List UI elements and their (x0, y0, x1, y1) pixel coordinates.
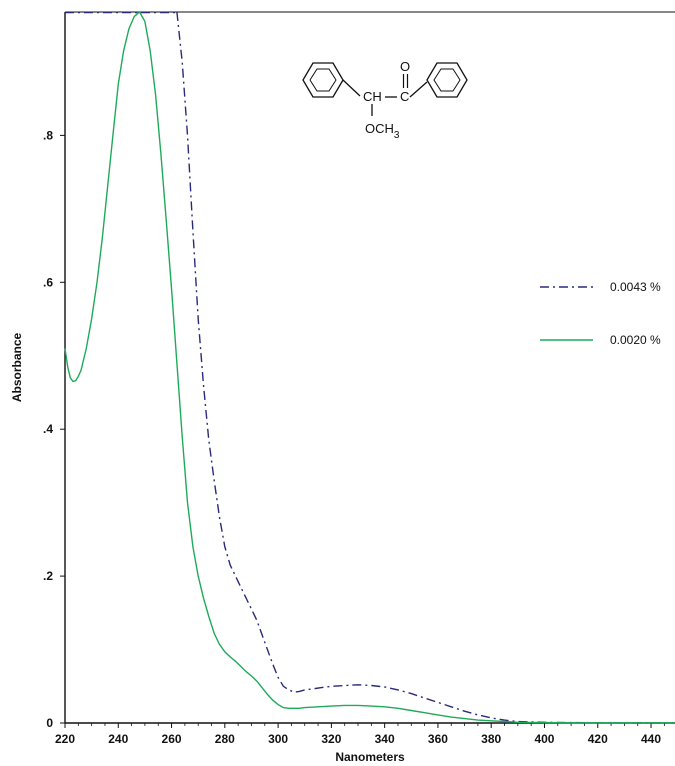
left-ring-to-ch-bond (342, 79, 361, 97)
x-tick-label-320: 320 (321, 732, 341, 746)
structure-methoxy-subscript: 3 (394, 130, 400, 141)
structure-methoxy-label: OCH3 (365, 121, 400, 141)
right-benzene-inner-ring (433, 68, 461, 92)
left-benzene-inner-ring (309, 68, 337, 92)
left-benzene-ring (302, 62, 344, 98)
x-tick-label-340: 340 (375, 732, 395, 746)
y-axis-title: Absorbance (10, 333, 24, 403)
series-line-1 (64, 10, 675, 724)
y-tick-label-2: .4 (43, 422, 53, 436)
x-axis-title: Nanometers (335, 750, 405, 764)
structure-methoxy-prefix: OCH (365, 121, 394, 136)
x-tick-label-220: 220 (55, 732, 75, 746)
y-tick-label-0: 0 (46, 716, 53, 730)
x-tick-label-380: 380 (481, 732, 501, 746)
structure-ch-label: CH (363, 89, 382, 104)
carbonyl-to-right-ring-bond (409, 81, 428, 98)
series-line-0 (176, 11, 675, 724)
x-tick-label-400: 400 (534, 732, 554, 746)
x-tick-label-280: 280 (215, 732, 235, 746)
legend-label-0020: 0.0020 % (610, 333, 661, 347)
chemical-structure-diagram: CH C O OCH3 (302, 59, 468, 141)
y-tick-label-3: .6 (43, 275, 53, 289)
x-tick-label-260: 260 (162, 732, 182, 746)
x-tick-label-360: 360 (428, 732, 448, 746)
y-tick-label-4: .8 (43, 128, 53, 142)
legend: 0.0043 % 0.0020 % (540, 280, 661, 347)
x-tick-label-240: 240 (108, 732, 128, 746)
right-benzene-ring (426, 62, 468, 98)
legend-label-0043: 0.0043 % (610, 280, 661, 294)
x-tick-label-300: 300 (268, 732, 288, 746)
x-tick-label-440: 440 (641, 732, 661, 746)
structure-carbonyl-c-label: C (400, 89, 409, 104)
plot-layer: 220 240 260 280 300 320 340 360 380 400 420 440 0 .2.… (10, 10, 675, 764)
x-tick-label-420: 420 (588, 732, 608, 746)
y-tick-label-1: .2 (43, 569, 53, 583)
structure-carbonyl-o-label: O (400, 59, 410, 74)
